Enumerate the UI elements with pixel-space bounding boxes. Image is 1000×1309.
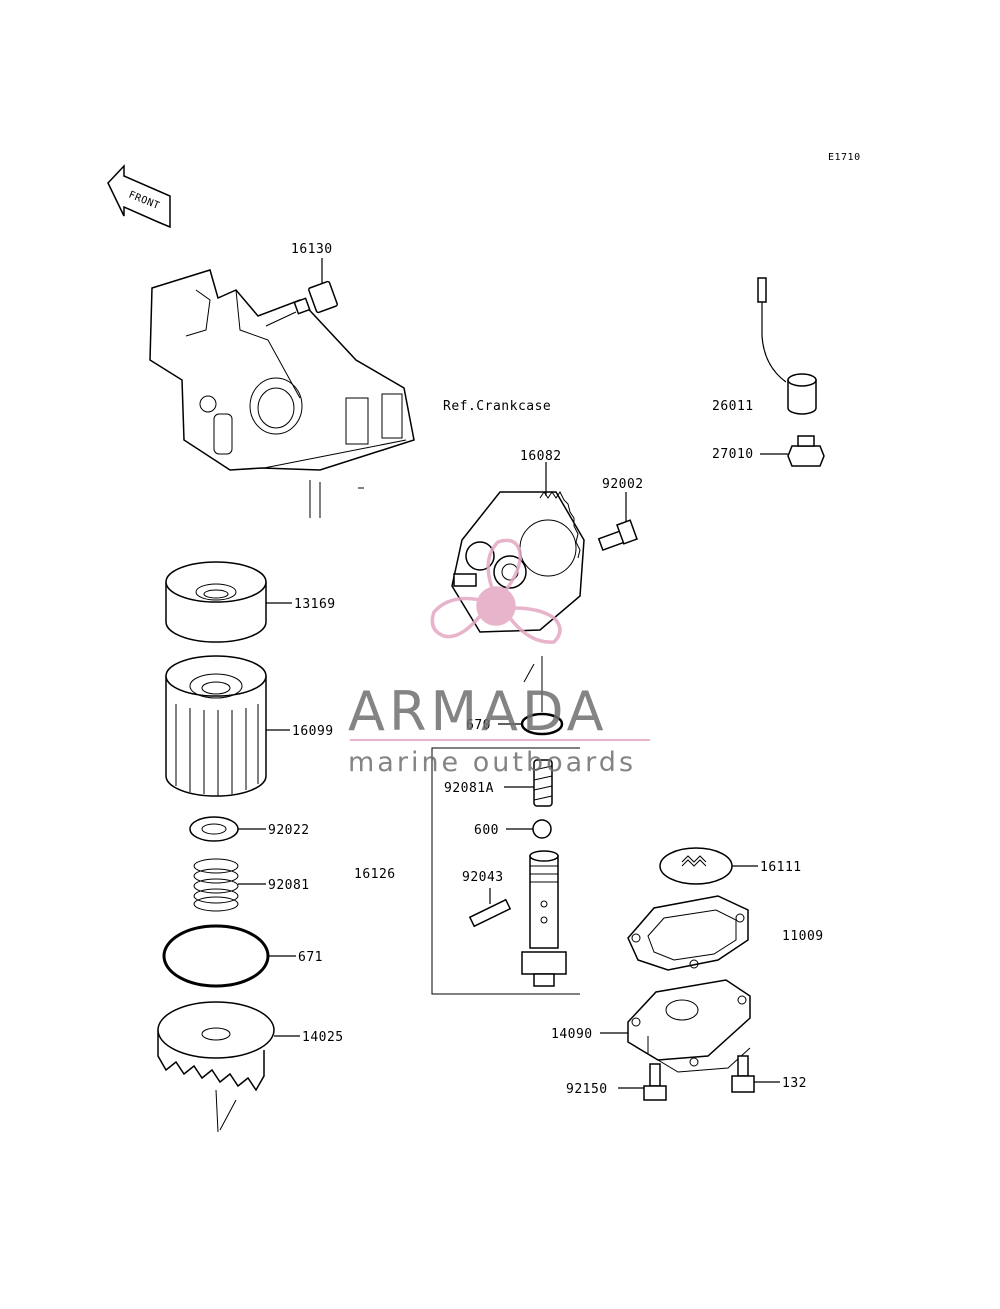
spring-92081	[193, 858, 266, 912]
bolt-92002	[597, 492, 638, 552]
label-16126: 16126	[354, 867, 396, 882]
label-670: 670	[466, 718, 491, 733]
diagram-code: E1710	[828, 152, 861, 163]
label-92022: 92022	[268, 823, 310, 838]
washer-92022	[189, 816, 266, 842]
label-92081A: 92081A	[444, 781, 494, 796]
plug-16130	[265, 258, 338, 327]
label-13169: 13169	[294, 597, 336, 612]
relief-valve-bracket	[431, 747, 580, 995]
label-14090: 14090	[551, 1027, 593, 1042]
crankcase-drawing	[149, 269, 415, 518]
reference-label: Ref.Crankcase	[443, 399, 551, 414]
label-16082: 16082	[520, 449, 562, 464]
label-132: 132	[782, 1076, 807, 1091]
label-26011: 26011	[712, 399, 754, 414]
label-16099: 16099	[292, 724, 334, 739]
watermark: ARMADA marine outboards	[348, 538, 650, 778]
bolt-132	[731, 1055, 780, 1093]
label-11009: 11009	[782, 929, 824, 944]
label-14025: 14025	[302, 1030, 344, 1045]
watermark-brand: ARMADA	[348, 680, 608, 743]
watermark-tagline: marine outboards	[348, 747, 636, 778]
label-671: 671	[298, 950, 323, 965]
filter-element-16099	[165, 655, 290, 797]
pump-cover-14090	[600, 979, 751, 1073]
label-16111: 16111	[760, 860, 802, 875]
filter-cap-13169	[165, 561, 292, 643]
spring-92081A	[504, 759, 553, 807]
label-16130: 16130	[291, 242, 333, 257]
filter-cover-14025	[157, 1001, 300, 1133]
switch-27010	[760, 435, 825, 467]
relief-valve-body	[521, 850, 567, 987]
bolt-92150	[618, 1063, 667, 1101]
o-ring-671	[162, 924, 296, 988]
propeller-logo-icon	[430, 538, 562, 644]
ball-600	[506, 819, 552, 839]
sensor-26011	[757, 277, 817, 415]
label-92081: 92081	[268, 878, 310, 893]
label-27010: 27010	[712, 447, 754, 462]
screen-16111	[659, 847, 758, 885]
front-arrow-icon: FRONT	[107, 164, 171, 229]
label-600: 600	[474, 823, 499, 838]
label-92043: 92043	[462, 870, 504, 885]
pin-92043	[468, 888, 512, 928]
gasket-11009	[627, 895, 749, 971]
label-92150: 92150	[566, 1082, 608, 1097]
o-ring-670	[498, 656, 564, 736]
label-92002: 92002	[602, 477, 644, 492]
